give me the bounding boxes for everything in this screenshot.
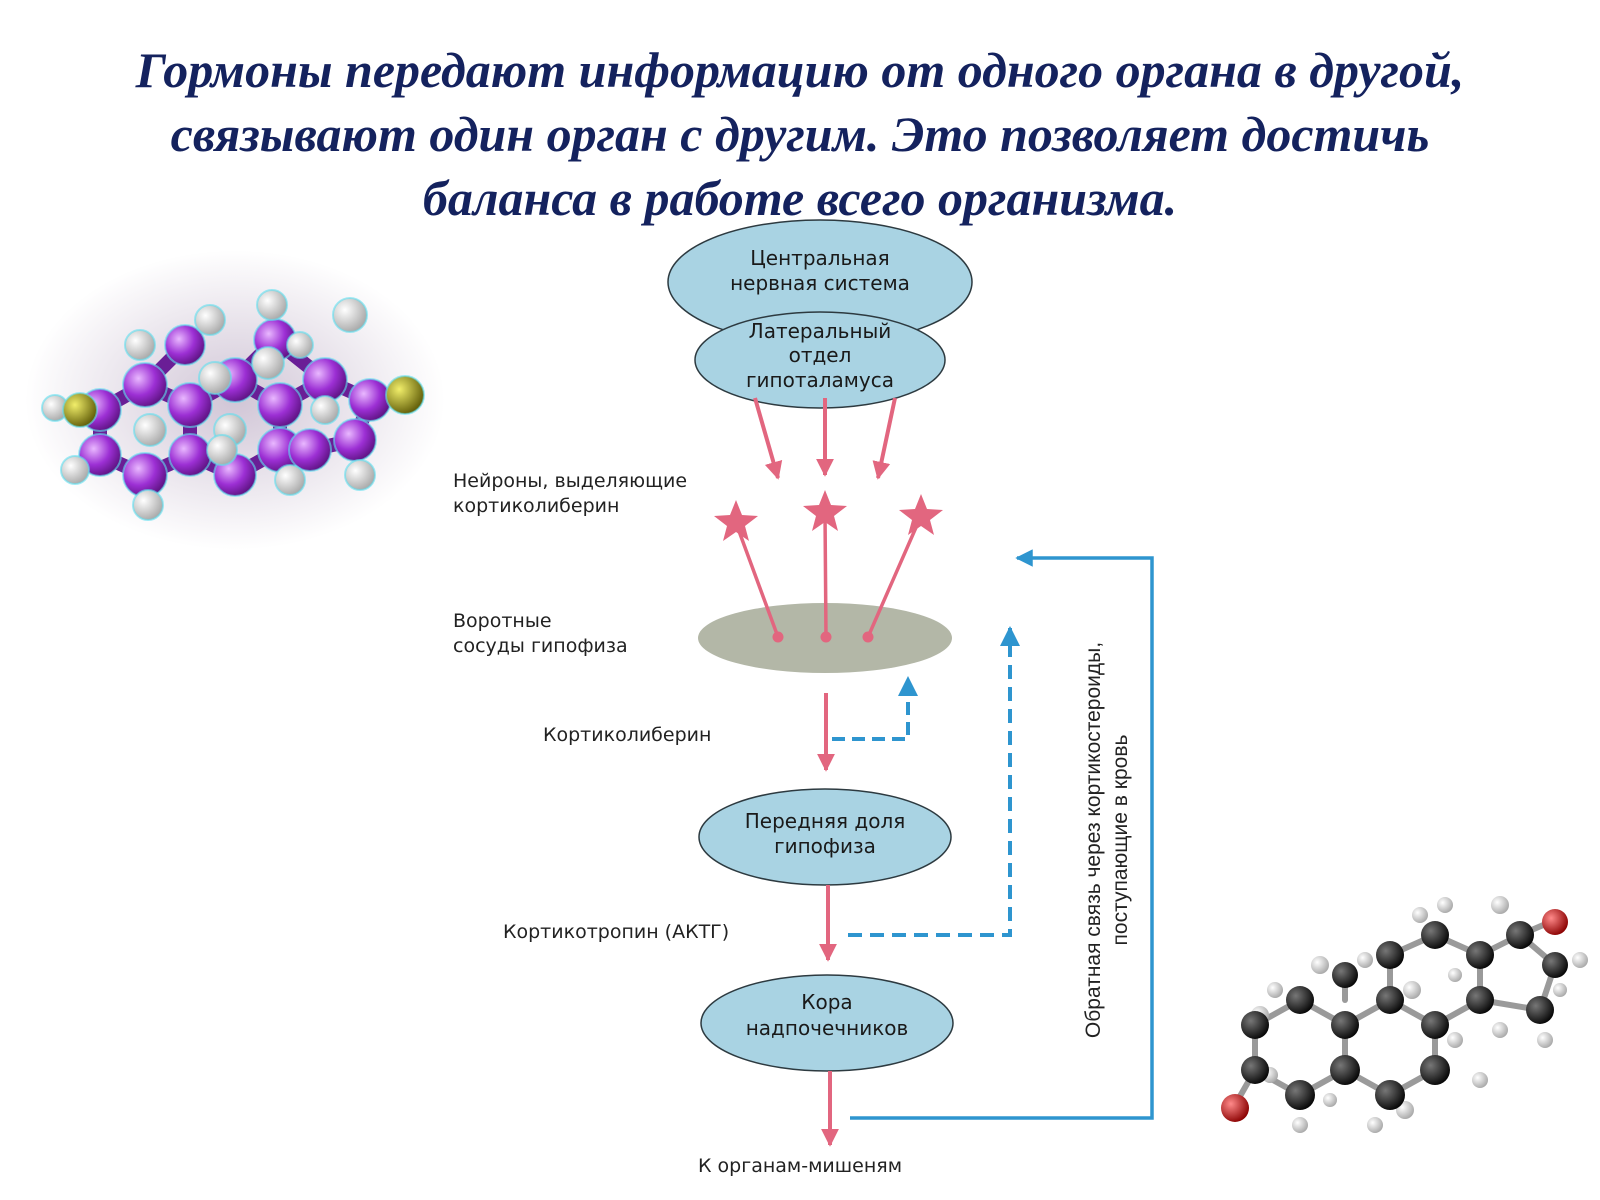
node-cns-line-2: нервная система	[730, 271, 910, 295]
node-anterior-pituitary-line-2: гипофиза	[774, 834, 876, 858]
node-adrenal-cortex-line-1: Кора	[801, 990, 852, 1014]
label-feedback-line-2: поступающие в кровь	[1109, 735, 1132, 946]
page-title: Гормоны передают информацию от одного ор…	[135, 42, 1465, 226]
neuron-left-icon	[714, 500, 758, 541]
label-neurons-line-1: Нейроны, выделяющие	[453, 470, 687, 492]
arrow-hypothalamus-left	[753, 397, 783, 480]
label-target-organs: К органам-мишеням	[698, 1155, 902, 1177]
node-adrenal-cortex: Кора надпочечников	[700, 974, 954, 1072]
node-adrenal-cortex-line-2: надпочечников	[746, 1016, 909, 1040]
molecule-purple-icon	[25, 250, 445, 550]
label-neurons-line-2: кортиколиберин	[453, 495, 619, 517]
node-hypothalamus-line-3: гипоталамуса	[746, 368, 894, 392]
dashed-feedback-acth	[848, 626, 1020, 937]
label-feedback: Обратная связь через кортикостероиды, по…	[1082, 642, 1132, 1038]
axon-terminal-right	[862, 631, 874, 643]
feedback-loop-corticosteroids	[850, 549, 1154, 1120]
axon-right	[866, 514, 923, 639]
arrow-hypothalamus-right	[872, 397, 897, 480]
dashed-feedback-corticoliberin	[832, 676, 918, 741]
label-corticotropin: Кортикотропин (АКТГ)	[503, 921, 729, 943]
node-anterior-pituitary: Передняя доля гипофиза	[698, 788, 952, 886]
node-cns-line-1: Центральная	[750, 246, 889, 270]
axon-left	[734, 521, 780, 639]
node-hypothalamus-line-1: Латеральный	[749, 319, 892, 343]
label-feedback-line-1: Обратная связь через кортикостероиды,	[1082, 642, 1105, 1038]
node-hypothalamus-line-2: отдел	[789, 343, 852, 367]
label-portal-vessels-line-1: Воротные	[453, 610, 552, 632]
axon-terminal-left	[772, 631, 784, 643]
axon-center	[823, 511, 828, 639]
axon-terminal-center	[820, 631, 832, 643]
label-portal-vessels-line-2: сосуды гипофиза	[453, 635, 628, 657]
neuron-right-icon	[899, 494, 943, 535]
node-cns: Центральная нервная система	[667, 219, 973, 345]
molecule-steroid-icon	[1221, 896, 1588, 1133]
label-corticoliberin: Кортиколиберин	[543, 724, 711, 746]
hypothalamus-to-neurons-arrows	[753, 397, 897, 480]
neurons-group	[714, 490, 943, 643]
neuron-center-icon	[803, 490, 847, 531]
node-anterior-pituitary-line-1: Передняя доля	[745, 809, 906, 833]
node-hypothalamus: Латеральный отдел гипоталамуса	[694, 311, 946, 409]
